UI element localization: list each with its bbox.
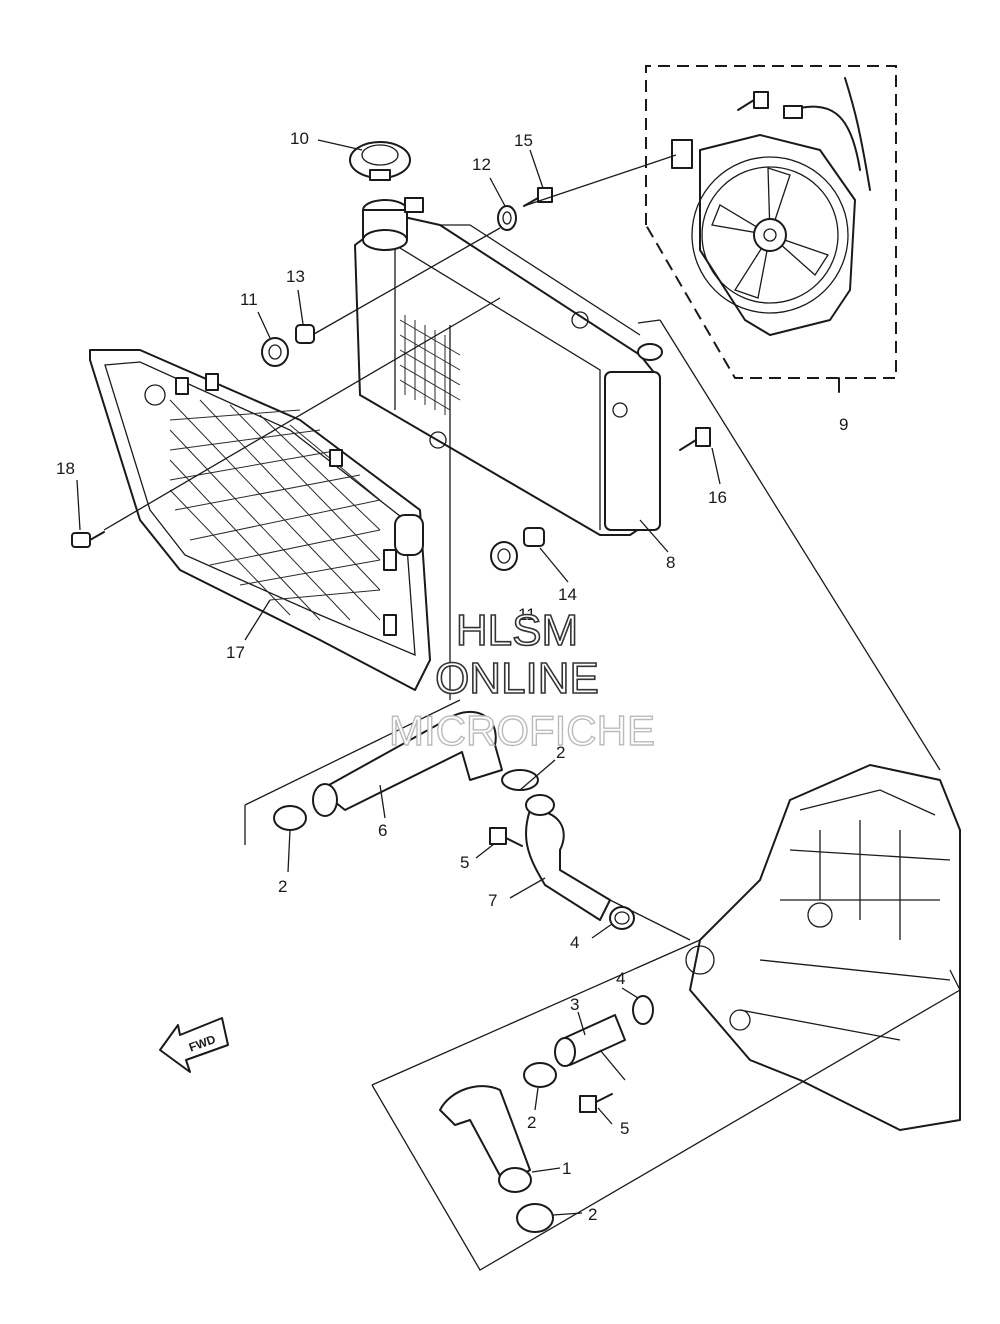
- radiator[interactable]: [354, 197, 663, 536]
- callout-11: 11: [240, 290, 258, 309]
- fan-assembly[interactable]: [645, 65, 897, 393]
- watermark-line-1: HLSM: [456, 606, 578, 655]
- callouts: 1 2 2 2 2 3 4 4 5 5 6 7 8 9 10 11 11 12 …: [56, 129, 848, 1224]
- radiator-cap[interactable]: [349, 141, 411, 181]
- callout-1: 1: [562, 1159, 571, 1178]
- callout-4: 4: [570, 933, 579, 952]
- callout-2: 2: [588, 1205, 597, 1224]
- callout-4: 4: [616, 969, 625, 988]
- radiator-core: [399, 315, 461, 415]
- callout-5: 5: [460, 853, 469, 872]
- watermark-line-3: MICROFICHE: [389, 707, 655, 754]
- callout-10: 10: [290, 129, 309, 148]
- callout-2: 2: [556, 743, 565, 762]
- callout-9: 9: [839, 415, 848, 434]
- engine: [685, 764, 961, 1131]
- callout-18: 18: [56, 459, 75, 478]
- callout-13: 13: [286, 267, 305, 286]
- watermark-line-2: ONLINE: [435, 654, 599, 703]
- callout-6: 6: [378, 821, 387, 840]
- callout-7: 7: [488, 891, 497, 910]
- alignment-lines: [103, 154, 941, 771]
- callout-11: 11: [518, 605, 536, 624]
- lower-hose-group[interactable]: [371, 939, 961, 1271]
- radiator-grille[interactable]: [89, 349, 431, 691]
- fwd-arrow: FWD: [159, 1017, 229, 1073]
- callout-17: 17: [226, 643, 245, 662]
- hose-7[interactable]: [489, 794, 691, 941]
- watermark: HLSM ONLINE MICROFICHE: [388, 605, 655, 755]
- small-parts[interactable]: [71, 187, 711, 571]
- callout-3: 3: [570, 995, 579, 1014]
- callout-2: 2: [527, 1113, 536, 1132]
- grille-mesh: [169, 399, 381, 621]
- callout-16: 16: [708, 488, 727, 507]
- callout-5: 5: [620, 1119, 629, 1138]
- callout-2: 2: [278, 877, 287, 896]
- callout-12: 12: [472, 155, 491, 174]
- callout-15: 15: [514, 131, 533, 150]
- upper-hose-group[interactable]: [244, 699, 539, 845]
- leader-lines: [76, 139, 721, 1216]
- callout-8: 8: [666, 553, 675, 572]
- callout-14: 14: [558, 585, 577, 604]
